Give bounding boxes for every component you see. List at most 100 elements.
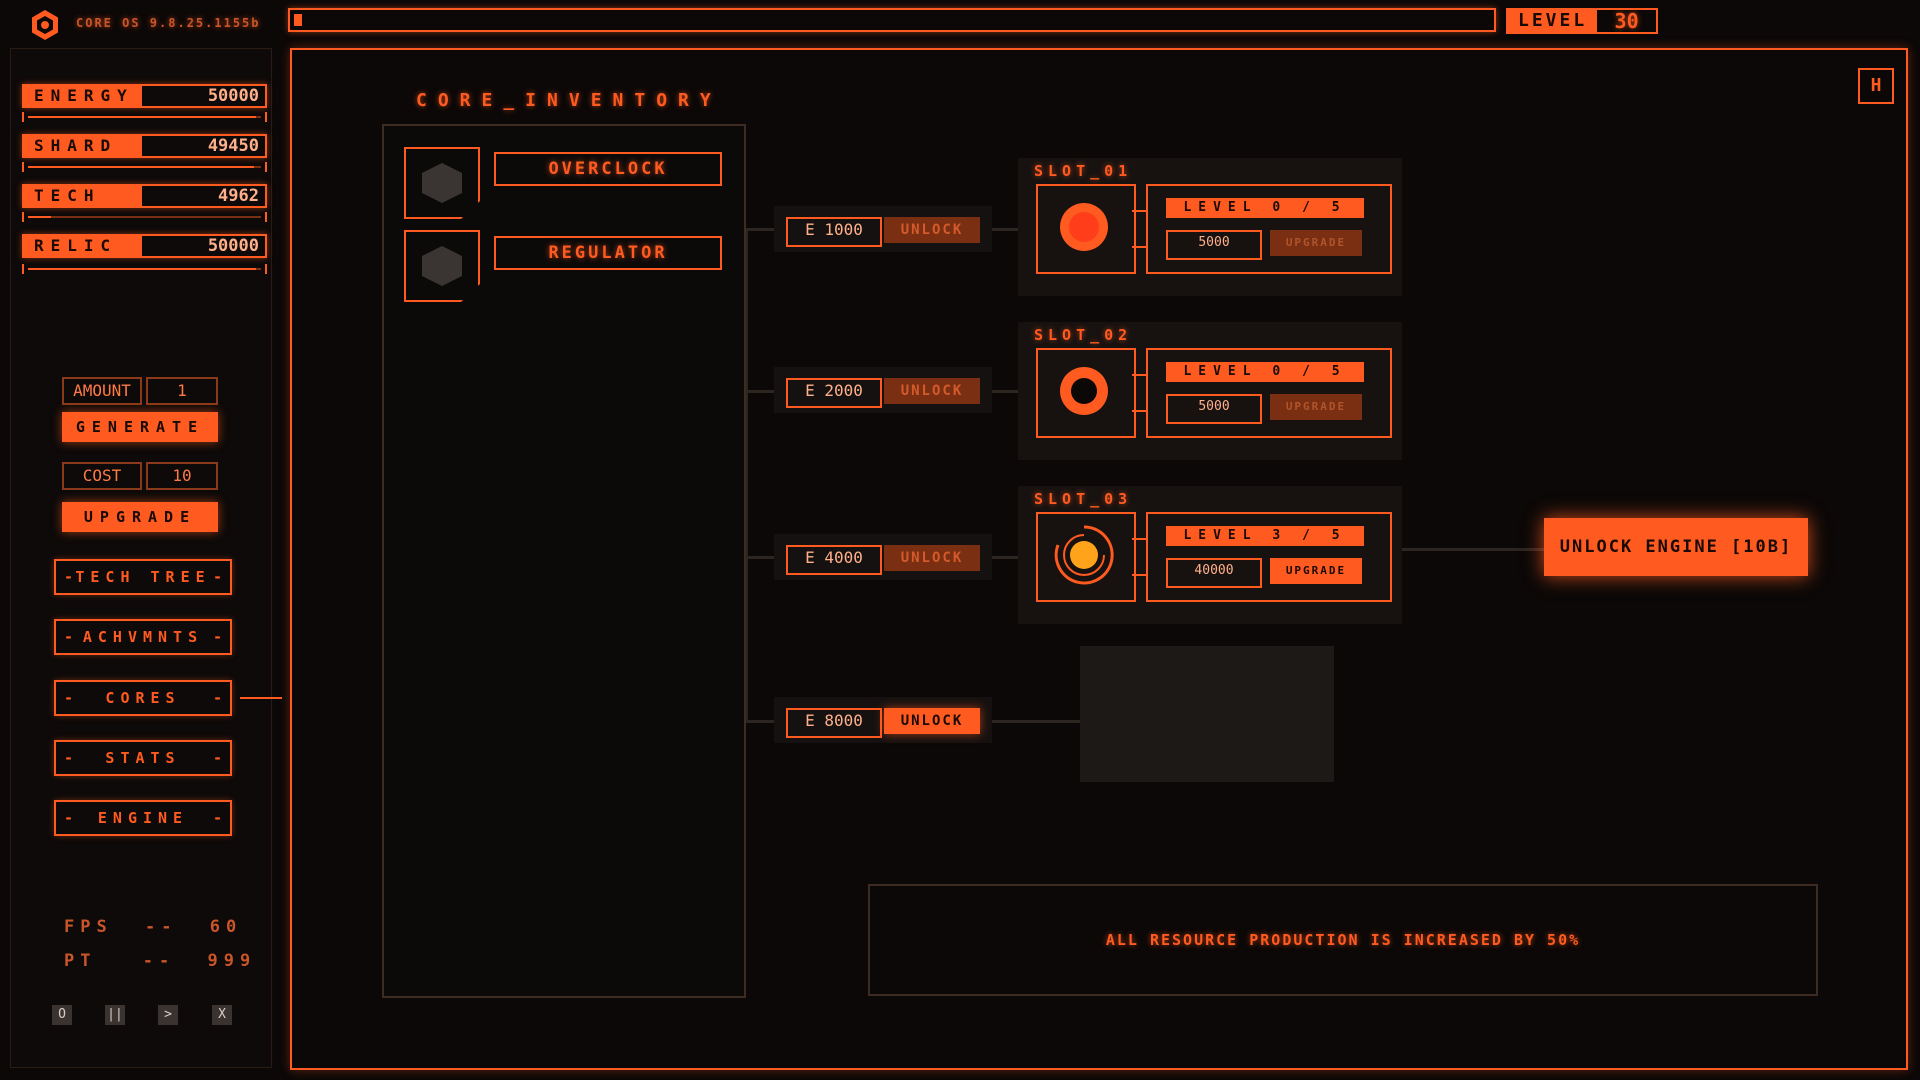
cost-label: COST	[62, 462, 142, 490]
resource-value: 4962	[218, 186, 259, 206]
resource-value: 49450	[207, 136, 259, 156]
overclock-core-icon[interactable]	[404, 147, 480, 219]
pt-separator: --	[142, 951, 176, 971]
unlock-group-4: E 8000 UNLOCK	[774, 697, 992, 743]
resource-label: TECH	[24, 186, 142, 206]
nav-dash-left: -	[64, 749, 74, 767]
unlock-cost: E 8000	[786, 708, 882, 738]
engine-connector	[1402, 548, 1546, 551]
unlock-cost: E 4000	[786, 545, 882, 575]
slot-connector	[1132, 538, 1146, 576]
core-spinning-icon	[1054, 525, 1114, 585]
inventory-title: CORE_INVENTORY	[416, 90, 722, 111]
tree-branch	[992, 390, 1018, 393]
generate-button[interactable]: GENERATE	[62, 412, 218, 442]
core-ring-icon	[1060, 367, 1108, 415]
unlock-button[interactable]: UNLOCK	[884, 378, 980, 404]
close-control-button[interactable]: X	[212, 1005, 232, 1025]
resource-label: RELIC	[24, 236, 142, 256]
level-value: 30	[1614, 9, 1639, 33]
play-control-button[interactable]: >	[158, 1005, 178, 1025]
top-progress-fill	[294, 14, 303, 26]
slot-info: LEVEL 3 / 5 40000 UPGRADE	[1146, 512, 1392, 602]
resource-bar-fill	[28, 166, 254, 168]
slot-upgrade-button[interactable]: UPGRADE	[1270, 230, 1362, 256]
slot-level: LEVEL 0 / 5	[1166, 198, 1364, 218]
slot-core-display[interactable]	[1036, 348, 1136, 438]
resource-bar-fill	[28, 268, 257, 270]
nav-dash-right: -	[212, 689, 222, 707]
slot-02: SLOT_02 LEVEL 0 / 5 5000 UPGRADE	[1018, 322, 1402, 460]
slot-connector	[1132, 210, 1146, 248]
pause-control-button[interactable]: ||	[105, 1005, 125, 1025]
nav-achievements[interactable]: - ACHVMNTS -	[54, 619, 232, 655]
inventory-item-overclock[interactable]: OVERCLOCK	[494, 152, 722, 186]
slot-core-display[interactable]	[1036, 512, 1136, 602]
nav-dash-left: -	[64, 568, 74, 586]
upgrade-generator-button[interactable]: UPGRADE	[62, 502, 218, 532]
resource-shard-bar	[22, 162, 267, 172]
nav-tech-tree[interactable]: - TECH TREE -	[54, 559, 232, 595]
tree-branch	[992, 556, 1018, 559]
resource-tech: TECH 4962	[22, 184, 267, 208]
os-version-label: CORE OS 9.8.25.1155b	[76, 16, 261, 30]
resource-shard: SHARD 49450	[22, 134, 267, 158]
nav-label: TECH TREE	[75, 568, 211, 586]
unlock-group-3: E 4000 UNLOCK	[774, 534, 992, 580]
resource-tech-bar	[22, 212, 267, 222]
help-button[interactable]: H	[1858, 68, 1894, 104]
resource-relic-bar	[22, 264, 267, 274]
cost-value: 10	[146, 462, 218, 490]
player-level: LEVEL 30	[1506, 8, 1658, 34]
slot-core-display[interactable]	[1036, 184, 1136, 274]
nav-active-indicator	[240, 697, 282, 699]
message-text: ALL RESOURCE PRODUCTION IS INCREASED BY …	[1105, 931, 1581, 949]
core-orb-icon	[1060, 203, 1108, 251]
unlock-cost: E 1000	[786, 217, 882, 247]
level-label: LEVEL	[1508, 10, 1598, 32]
core-os-logo-icon	[28, 8, 62, 42]
nav-dash-left: -	[64, 689, 74, 707]
slot-01: SLOT_01 LEVEL 0 / 5 5000 UPGRADE	[1018, 158, 1402, 296]
nav-dash-right: -	[212, 568, 222, 586]
nav-stats[interactable]: - STATS -	[54, 740, 232, 776]
slot-title: SLOT_02	[1034, 326, 1133, 344]
tree-connector	[746, 228, 748, 722]
pt-readout: PT -- 999	[64, 951, 256, 971]
unlock-engine-button[interactable]: UNLOCK ENGINE [10B]	[1544, 518, 1808, 576]
reset-control-button[interactable]: O	[52, 1005, 72, 1025]
unlock-button[interactable]: UNLOCK	[884, 217, 980, 243]
tree-branch	[992, 720, 1080, 723]
nav-engine[interactable]: - ENGINE -	[54, 800, 232, 836]
pt-label: PT	[64, 951, 97, 971]
resource-energy-bar	[22, 112, 267, 122]
slot-title: SLOT_01	[1034, 162, 1133, 180]
slot-upgrade-cost: 5000	[1166, 230, 1262, 260]
unlock-group-2: E 2000 UNLOCK	[774, 367, 992, 413]
amount-label: AMOUNT	[62, 377, 142, 405]
message-panel: ALL RESOURCE PRODUCTION IS INCREASED BY …	[868, 884, 1818, 996]
locked-slot-placeholder	[1080, 646, 1334, 782]
unlock-button[interactable]: UNLOCK	[884, 708, 980, 734]
resource-bar-fill	[28, 216, 52, 218]
top-progress-bar	[288, 8, 1496, 32]
regulator-core-icon[interactable]	[404, 230, 480, 302]
resource-value: 50000	[207, 236, 259, 256]
tree-branch	[746, 720, 774, 723]
tree-branch	[746, 556, 774, 559]
slot-upgrade-button[interactable]: UPGRADE	[1270, 558, 1362, 584]
amount-field[interactable]: 1	[146, 377, 218, 405]
main-panel	[290, 48, 1908, 1070]
unlock-button[interactable]: UNLOCK	[884, 545, 980, 571]
fps-separator: --	[144, 917, 178, 937]
nav-cores[interactable]: - CORES -	[54, 680, 232, 716]
slot-upgrade-cost: 5000	[1166, 394, 1262, 424]
resource-bar-fill	[28, 116, 257, 118]
slot-upgrade-button[interactable]: UPGRADE	[1270, 394, 1362, 420]
slot-upgrade-cost: 40000	[1166, 558, 1262, 588]
slot-level: LEVEL 3 / 5	[1166, 526, 1364, 546]
slot-title: SLOT_03	[1034, 490, 1133, 508]
nav-label: ENGINE	[97, 809, 189, 827]
inventory-item-regulator[interactable]: REGULATOR	[494, 236, 722, 270]
unlock-group-1: E 1000 UNLOCK	[774, 206, 992, 252]
